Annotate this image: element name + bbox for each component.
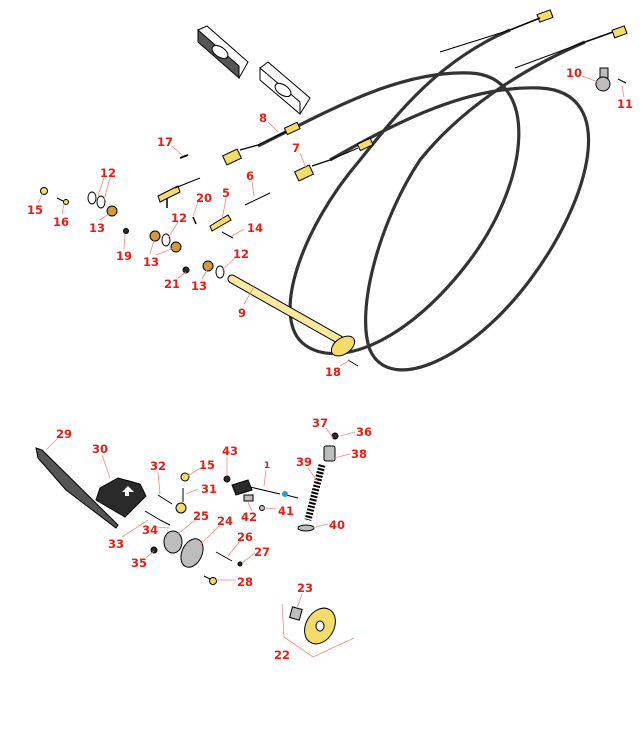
label-13: 13 <box>191 279 207 293</box>
label-32: 32 <box>150 459 166 473</box>
label-35: 35 <box>131 556 147 570</box>
label-43: 43 <box>222 444 238 458</box>
label-12: 12 <box>171 211 187 225</box>
label-21: 21 <box>164 277 180 291</box>
label-38: 38 <box>351 447 367 461</box>
label-14: 14 <box>247 221 263 235</box>
label-8: 8 <box>259 111 267 125</box>
cable-assembly-7 <box>329 25 628 372</box>
label-34: 34 <box>142 523 158 537</box>
label-9: 9 <box>238 306 246 320</box>
pad-bracket-right <box>259 61 311 116</box>
label-12: 12 <box>233 247 249 261</box>
pad-bracket-left <box>197 25 249 80</box>
label-15: 15 <box>27 203 43 217</box>
label-20: 20 <box>196 191 212 205</box>
label-11: 11 <box>617 97 633 111</box>
label-31: 31 <box>201 482 217 496</box>
parts-upper <box>40 67 627 367</box>
leader-lines <box>37 75 625 658</box>
label-29: 29 <box>56 427 72 441</box>
label-13: 13 <box>89 221 105 235</box>
label-37: 37 <box>312 416 328 430</box>
label-13: 13 <box>143 255 159 269</box>
label-39: 39 <box>296 455 312 469</box>
label-33: 33 <box>108 537 124 551</box>
label-18: 18 <box>325 365 341 379</box>
label-40: 40 <box>329 518 345 532</box>
label-28: 28 <box>237 575 253 589</box>
label-6: 6 <box>246 169 254 183</box>
cable-assembly-8 <box>257 9 554 356</box>
label-42: 42 <box>241 510 257 524</box>
part-labels: 8 7 17 12 15 16 13 19 20 5 6 12 14 12 13… <box>27 66 633 662</box>
cable-end-8 <box>221 121 301 166</box>
label-19: 19 <box>116 249 132 263</box>
label-5: 5 <box>222 186 230 200</box>
label-15: 15 <box>199 458 215 472</box>
label-16: 16 <box>53 215 69 229</box>
label-26: 26 <box>237 530 253 544</box>
label-22: 22 <box>274 648 290 662</box>
label-24: 24 <box>217 514 233 528</box>
label-7: 7 <box>292 141 300 155</box>
label-41: 41 <box>278 504 294 518</box>
cable-end-7 <box>293 137 374 182</box>
label-36: 36 <box>356 425 372 439</box>
label-23: 23 <box>297 581 313 595</box>
label-30: 30 <box>92 442 108 456</box>
label-17: 17 <box>157 135 173 149</box>
label-1: 1 <box>264 461 270 471</box>
label-25: 25 <box>193 509 209 523</box>
label-12: 12 <box>100 166 116 180</box>
parts-lower <box>35 432 339 645</box>
label-27: 27 <box>254 545 270 559</box>
label-10: 10 <box>566 66 582 80</box>
